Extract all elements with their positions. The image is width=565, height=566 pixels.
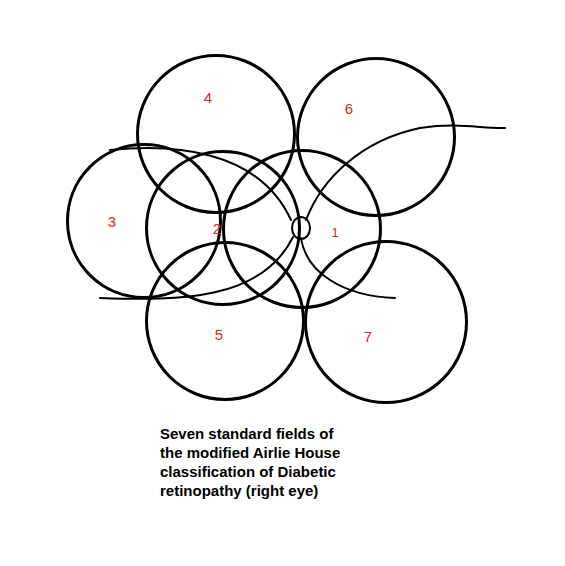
field-number: 1: [331, 226, 338, 239]
circle-outline: [66, 143, 222, 299]
circle-outline: [304, 240, 468, 404]
circle-outline: [306, 242, 467, 403]
field-circle: 3: [66, 143, 222, 299]
field-circle: 7: [304, 240, 468, 404]
field-circle: 1: [222, 149, 382, 309]
field-number: 3: [108, 214, 116, 229]
circle-outline: [222, 149, 382, 309]
circle-outline: [296, 57, 456, 217]
field-number: 4: [204, 90, 212, 105]
circle-outline: [68, 145, 221, 298]
field-number: 7: [364, 329, 372, 344]
field-circle: 5: [145, 241, 305, 401]
field-number: 6: [345, 101, 353, 116]
field-circle: 6: [296, 57, 456, 217]
circle-outline: [298, 59, 455, 216]
vessel-line: [301, 238, 395, 298]
circle-outline: [138, 56, 295, 213]
field-number: 5: [215, 327, 223, 342]
circle-outline: [147, 243, 304, 400]
figure-caption: Seven standard fields of the modified Ai…: [160, 424, 360, 500]
field-circle: 4: [136, 54, 296, 214]
optic-disc: [292, 217, 310, 239]
circle-outline: [136, 54, 296, 214]
field-number: 2: [213, 221, 221, 236]
circle-outline: [145, 241, 305, 401]
circle-outline: [224, 151, 381, 308]
